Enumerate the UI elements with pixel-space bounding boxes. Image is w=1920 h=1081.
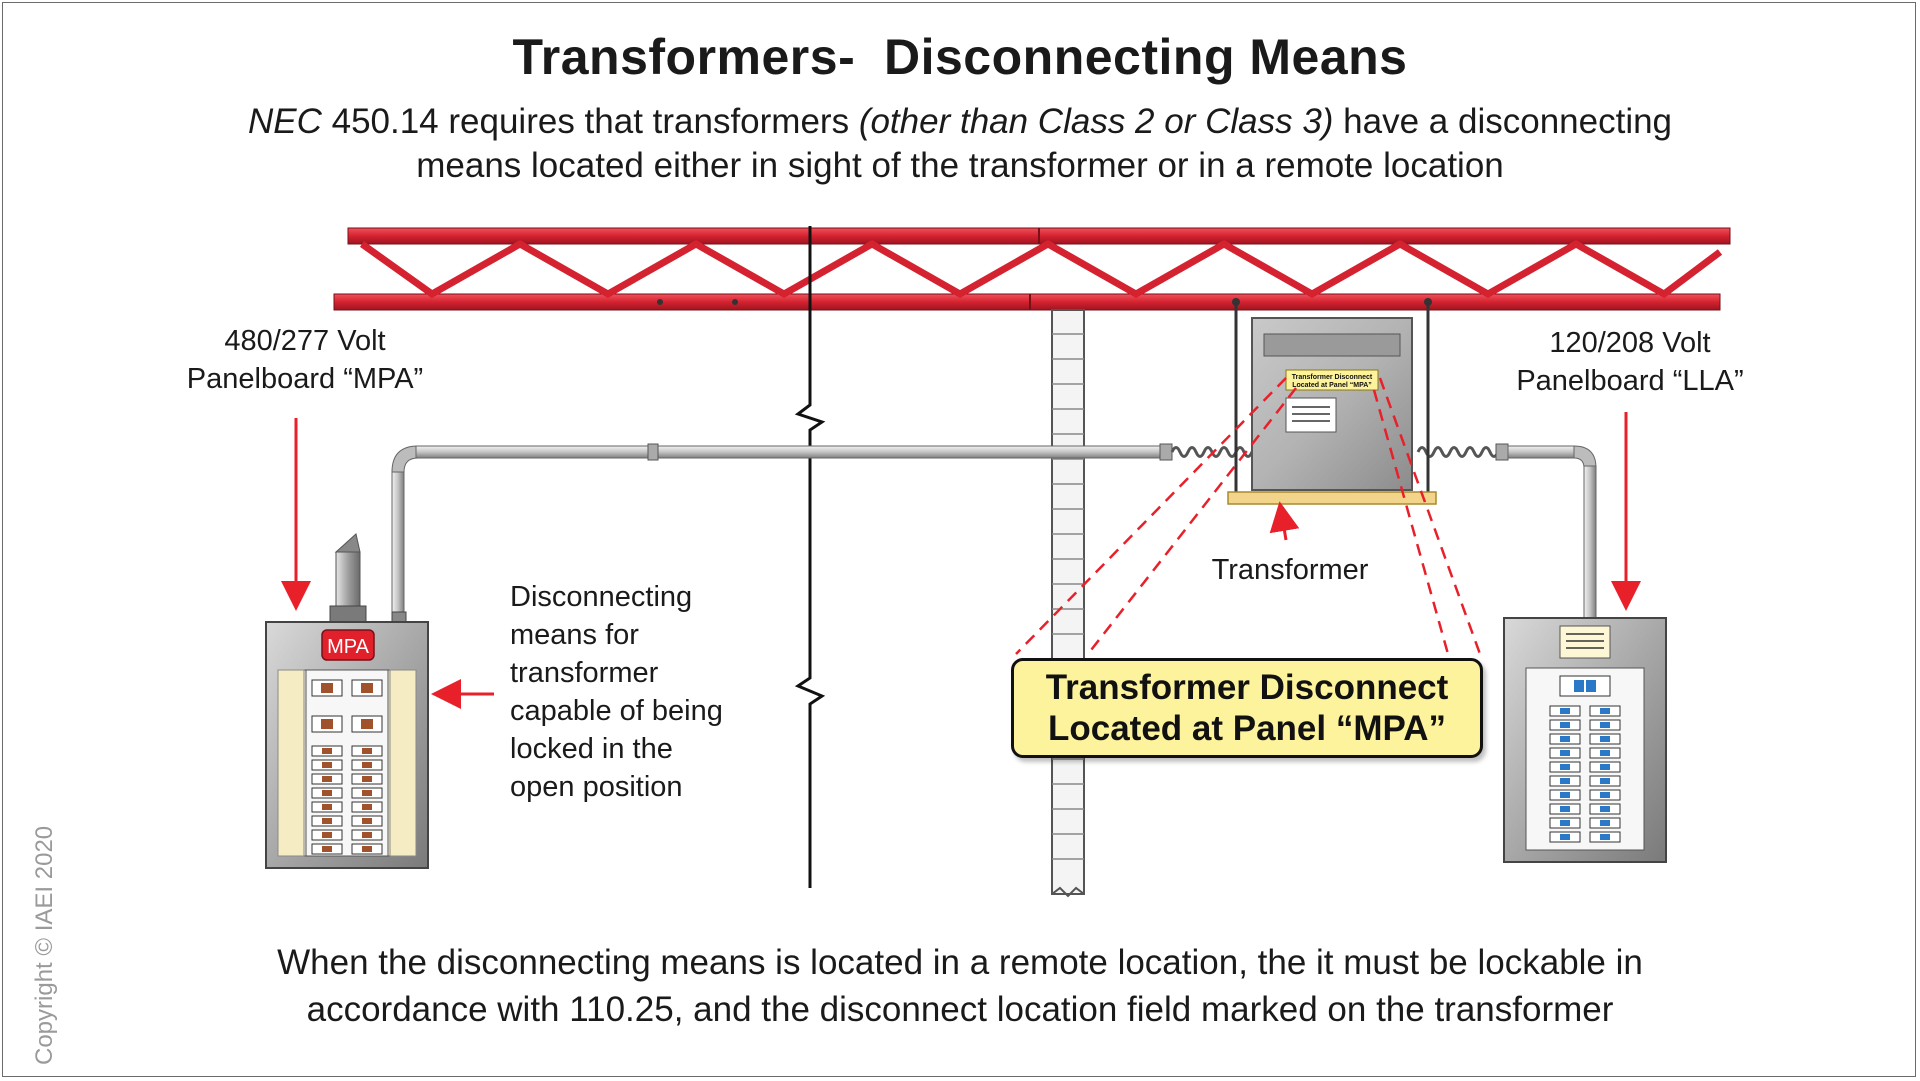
panel-lla [1503, 617, 1667, 863]
panel-mpa: MPA [265, 533, 429, 869]
subtitle-part-1: 450.14 requires that transformers [321, 102, 859, 141]
conduit-transformer-to-lla [1416, 443, 1597, 619]
disc-line-1: Disconnecting [510, 581, 693, 613]
page-title: Transformers- Disconnecting Means [512, 29, 1408, 85]
red-arrows [281, 412, 1641, 709]
footer-line-2: accordance with 110.25, and the disconne… [306, 990, 1614, 1029]
subtitle-line-2: means located either in sight of the tra… [416, 146, 1504, 185]
callout-box: Transformer Disconnect Located at Panel … [1011, 658, 1483, 758]
label-disconnecting-means: Disconnecting means for transformer capa… [510, 578, 770, 806]
block-wall [1051, 309, 1085, 898]
disc-line-4: capable of being [510, 695, 723, 727]
subtitle-line-1: NEC 450.14 requires that transformers (o… [0, 102, 1920, 142]
disc-line-5: locked in the [510, 733, 673, 765]
nameplate-line-2: Located at Panel “MPA” [1292, 382, 1372, 389]
disc-line-6: open position [510, 771, 683, 803]
subtitle-parenthetical: (other than Class 2 or Class 3) [858, 102, 1334, 141]
subtitle-nec: NEC [247, 102, 322, 141]
arrow-to-transformer [1269, 501, 1300, 541]
footer-line-1: When the disconnecting means is located … [277, 943, 1643, 982]
mpa-badge [321, 629, 375, 661]
break-line [794, 226, 826, 888]
nameplate-line-1: Transformer Disconnect [1292, 374, 1373, 381]
callout-leader-lines [1015, 377, 1482, 655]
roof-truss [333, 227, 1731, 311]
mpa-badge-label: MPA [327, 636, 370, 658]
label-lla-voltage: 120/208 Volt [1549, 327, 1711, 359]
label-lla-name: Panelboard “LLA” [1516, 365, 1744, 397]
label-mpa-name: Panelboard “MPA” [186, 363, 424, 395]
callout-line-1: Transformer Disconnect [1045, 668, 1449, 707]
disc-line-2: means for [510, 619, 639, 651]
label-panel-lla: 120/208 Volt Panelboard “LLA” [1480, 324, 1780, 400]
callout-line-2: Located at Panel “MPA” [1047, 709, 1447, 748]
transformer: Transformer Disconnect Located at Panel … [1227, 298, 1437, 505]
label-mpa-voltage: 480/277 Volt [224, 325, 386, 357]
label-transformer: Transformer [1211, 554, 1369, 586]
label-panel-mpa: 480/277 Volt Panelboard “MPA” [150, 322, 460, 398]
conduit-mpa-to-transformer [391, 443, 1262, 621]
copyright-notice: Copyright © IAEI 2020 [31, 825, 58, 1065]
subtitle-part-2: have a disconnecting [1333, 102, 1673, 141]
disc-line-3: transformer [510, 657, 659, 689]
